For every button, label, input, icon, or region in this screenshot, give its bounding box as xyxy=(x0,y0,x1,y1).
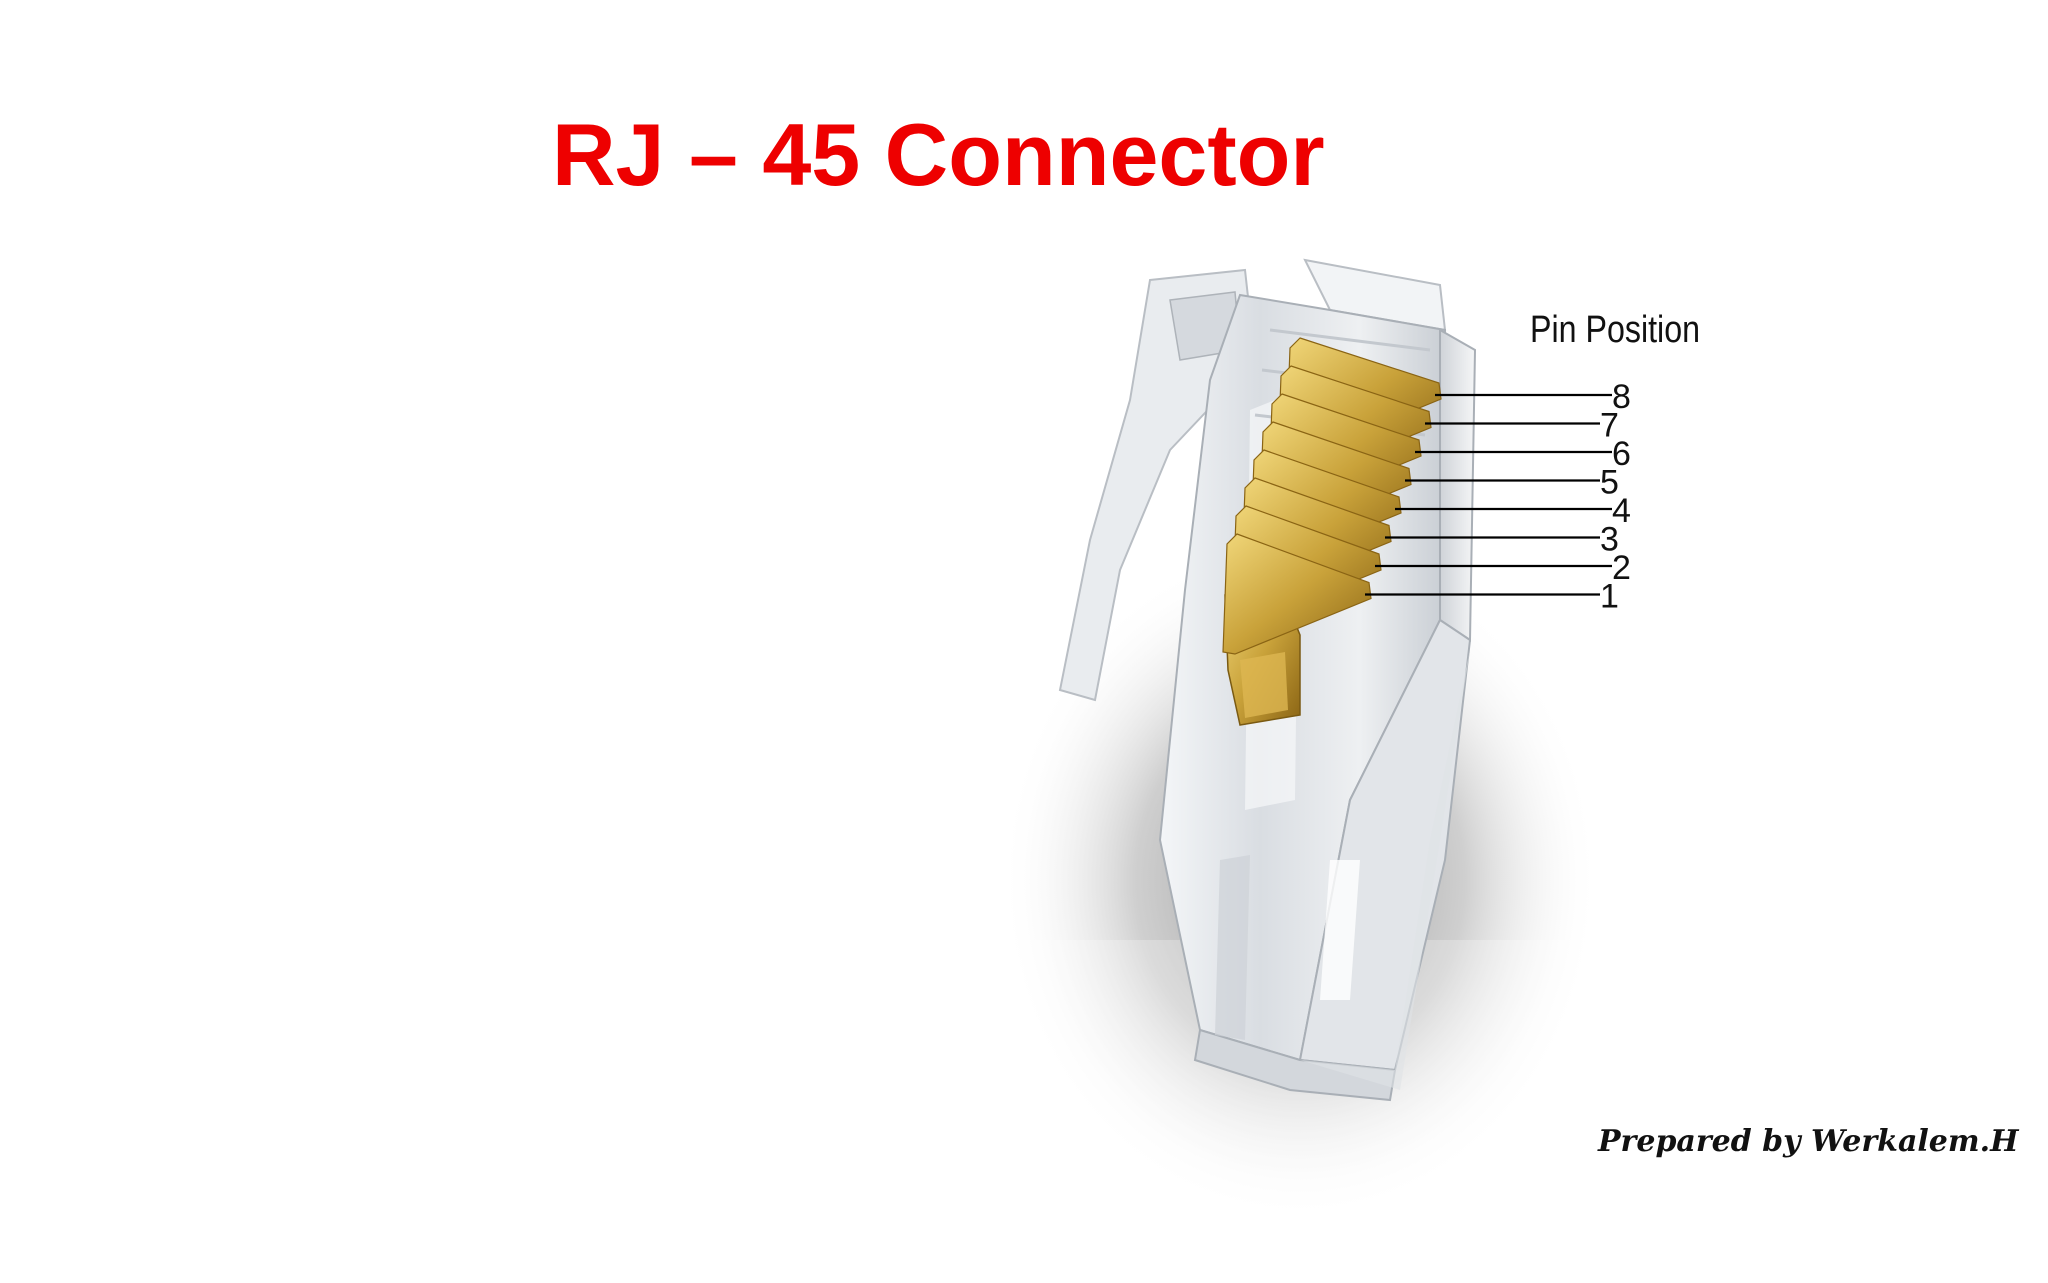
pin-label-7: 7 xyxy=(1600,407,1619,445)
slide-title: RJ – 45 Connector xyxy=(552,105,1325,204)
pin-label-3: 3 xyxy=(1600,521,1619,559)
pin-leader-lines xyxy=(1365,393,1612,596)
pin-label-4: 4 xyxy=(1612,492,1631,530)
pin-position-heading: Pin Position xyxy=(1530,309,1700,351)
author-credit: Prepared by Werkalem.H xyxy=(1598,1124,2019,1159)
pin-label-6: 6 xyxy=(1612,435,1631,473)
gold-pin-1 xyxy=(1222,533,1372,655)
pin-label-1: 1 xyxy=(1600,578,1619,616)
pin-label-5: 5 xyxy=(1600,464,1619,502)
pin-label-2: 2 xyxy=(1612,549,1631,587)
gold-contact-pins xyxy=(1222,337,1442,655)
pin-label-8: 8 xyxy=(1612,378,1631,416)
